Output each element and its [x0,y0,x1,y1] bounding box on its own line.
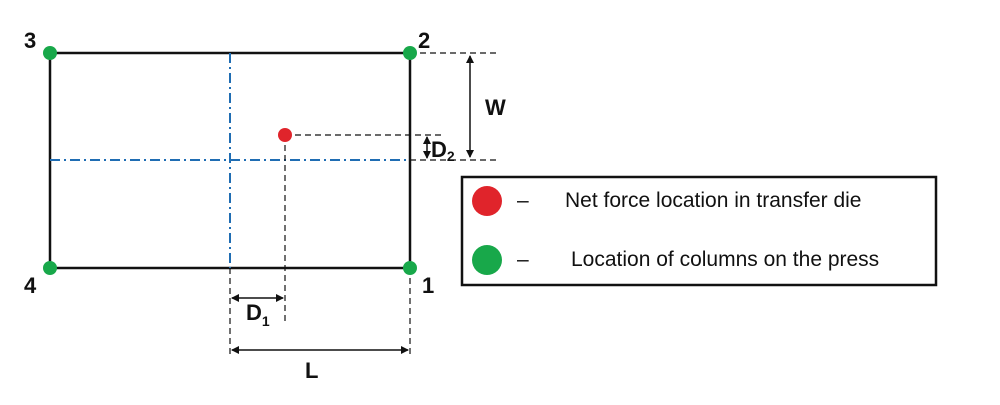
column-dot-corner-4 [43,261,57,275]
corner-label-4: 4 [24,273,37,298]
dimension-label-d1: D1 [246,300,270,329]
dimension-label-l: L [305,358,318,383]
d1-subscript: 1 [262,313,270,329]
corner-label-1: 1 [422,273,434,298]
legend-net-force-swatch [472,186,502,216]
legend-dash-1: – [517,189,529,212]
legend-box [460,175,938,287]
dimension-label-w: W [485,95,506,120]
dimension-label-d2: D2 [431,137,455,164]
d2-main: D [431,137,447,162]
legend: – Net force location in transfer die – L… [460,175,938,287]
corner-label-3: 3 [24,28,36,53]
corner-label-2: 2 [418,28,430,53]
legend-net-force-label: Net force location in transfer die [565,189,861,212]
legend-column-label: Location of columns on the press [571,248,879,271]
net-force-dot [278,128,292,142]
legend-column-swatch [472,245,502,275]
d1-main: D [246,300,262,325]
d2-subscript: 2 [447,148,455,164]
column-dot-corner-1 [403,261,417,275]
legend-dash-2: – [517,248,529,271]
column-dot-corner-3 [43,46,57,60]
column-dot-corner-2 [403,46,417,60]
